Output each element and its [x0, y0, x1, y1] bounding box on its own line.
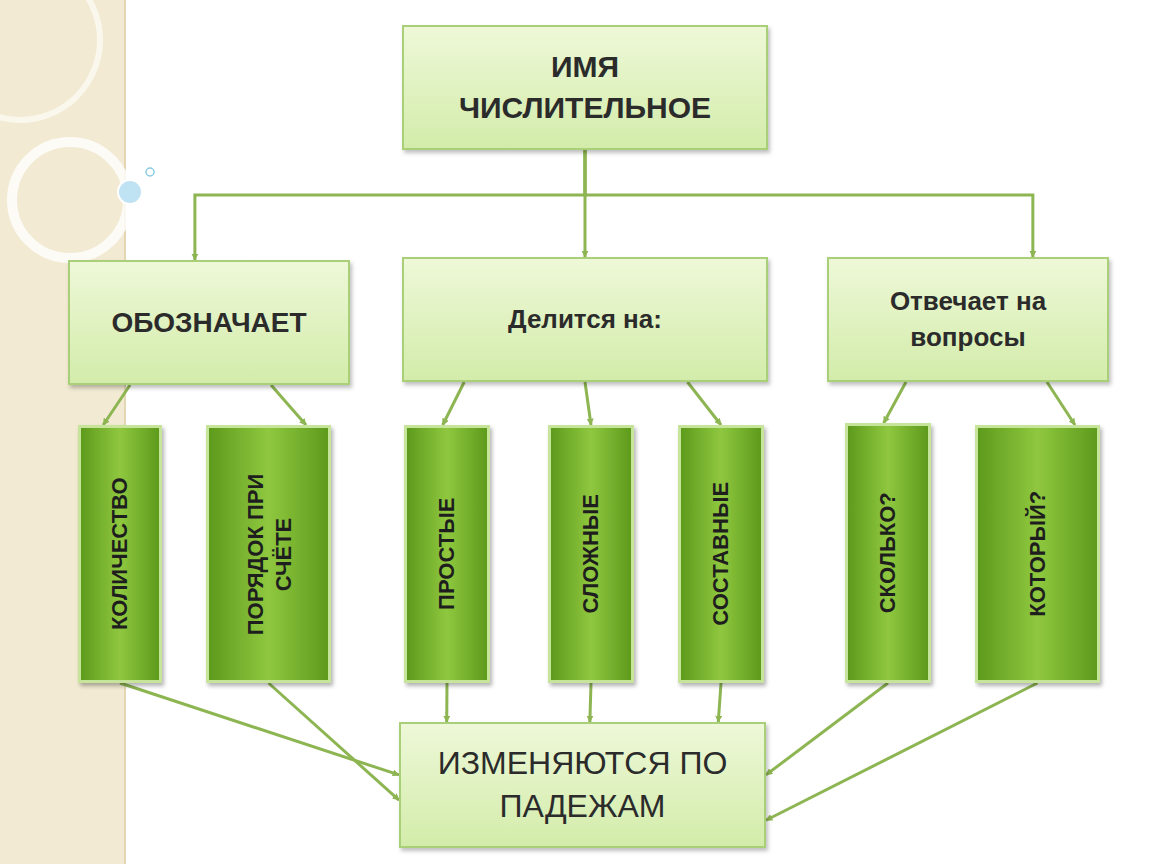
value-box: СЛОЖНЫЕ — [548, 425, 634, 683]
category-box: Делится на: — [402, 257, 768, 382]
connector-arrow — [445, 683, 448, 722]
box-label: Делится на: — [508, 302, 662, 337]
vertical-label: СОСТАВНЫЕ — [707, 437, 735, 671]
connector-arrow — [590, 683, 591, 722]
box-label: ИМЯ ЧИСЛИТЕЛЬНОЕ — [445, 47, 725, 128]
value-box: КОЛИЧЕСТВО — [78, 425, 162, 683]
connector-arrow — [766, 683, 888, 775]
connector-arrow — [269, 683, 400, 800]
connector-arrow — [443, 382, 465, 425]
vertical-label: СЛОЖНЫЕ — [577, 437, 605, 671]
vertical-label: ПРОСТЫЕ — [433, 437, 461, 671]
deco-ring — [0, 0, 100, 120]
title-box: ИМЯ ЧИСЛИТЕЛЬНОЕ — [402, 25, 768, 150]
connector-arrow — [766, 683, 1038, 820]
vertical-label: ПОРЯДОК ПРИ СЧЁТЕ — [241, 437, 296, 671]
value-box: ПОРЯДОК ПРИ СЧЁТЕ — [206, 425, 331, 683]
deco-ring — [12, 142, 128, 258]
value-box: СКОЛЬКО? — [845, 423, 931, 683]
value-box: СОСТАВНЫЕ — [678, 425, 764, 683]
deco-bubble — [118, 180, 142, 204]
category-box: Отвечает на вопросы — [827, 257, 1109, 382]
connector-arrow — [687, 382, 721, 425]
deco-bubble — [146, 168, 154, 176]
box-label: ИЗМЕНЯЮТСЯ ПО ПАДЕЖАМ — [418, 742, 748, 828]
vertical-label: СКОЛЬКО? — [874, 435, 902, 671]
connector-arrow — [1047, 382, 1075, 425]
summary-box: ИЗМЕНЯЮТСЯ ПО ПАДЕЖАМ — [399, 722, 766, 848]
box-label: ОБОЗНАЧАЕТ — [111, 304, 306, 342]
vertical-label: КОЛИЧЕСТВО — [106, 437, 134, 671]
connector-arrow — [271, 385, 306, 425]
connector-arrow — [585, 150, 1033, 257]
connector-arrow — [103, 385, 130, 425]
connector-arrow — [195, 150, 585, 260]
connector-arrow — [585, 382, 591, 425]
category-box: ОБОЗНАЧАЕТ — [68, 260, 350, 385]
vertical-label: КОТОРЫЙ? — [1024, 437, 1052, 671]
value-box: КОТОРЫЙ? — [975, 425, 1100, 683]
value-box: ПРОСТЫЕ — [404, 425, 490, 683]
connector-arrow — [884, 382, 906, 423]
box-label: Отвечает на вопросы — [843, 284, 1093, 354]
connector-arrow — [718, 683, 721, 722]
